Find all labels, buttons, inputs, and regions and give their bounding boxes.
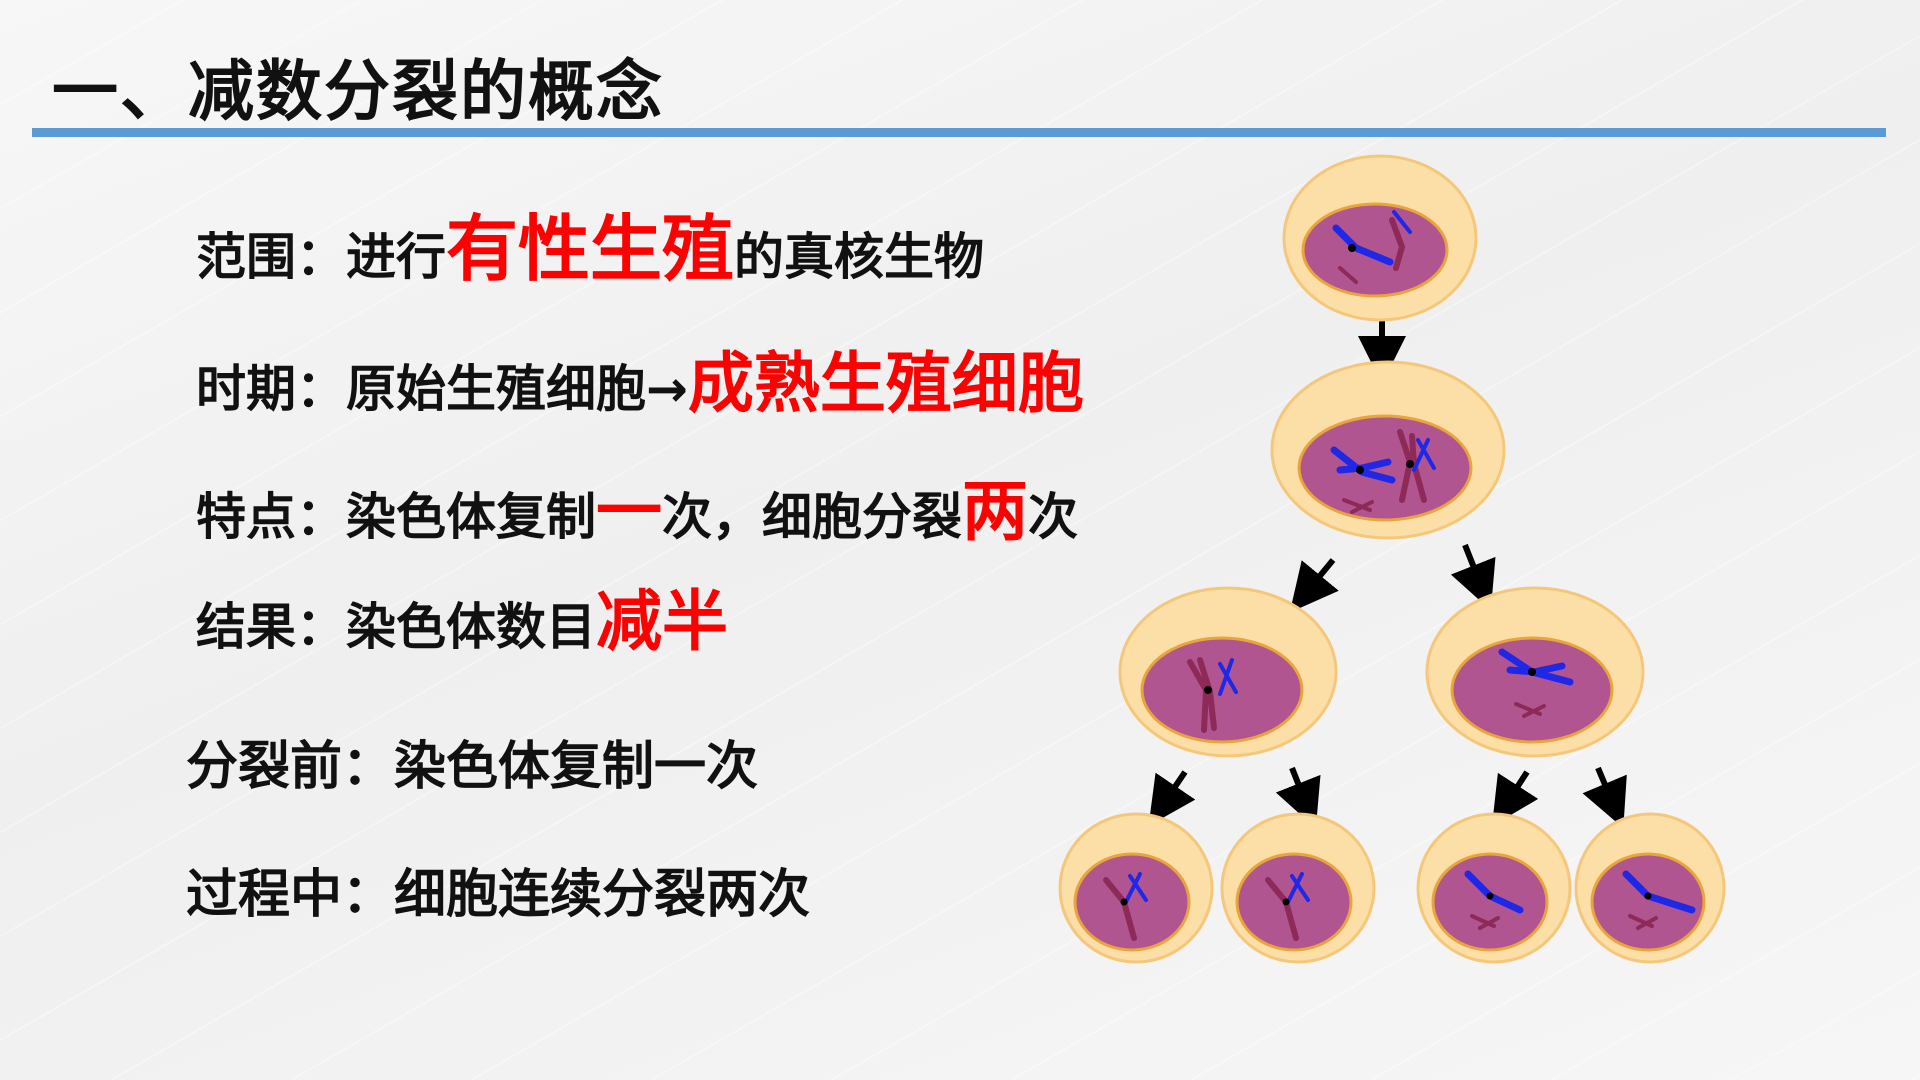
note-before-label: 分裂前： [186, 737, 395, 797]
arrow-icon [1275, 766, 1321, 829]
feature-text-mid: 次，细胞分裂 [662, 488, 962, 546]
result-label: 结果： [196, 598, 346, 656]
cell-gamete-4 [1574, 812, 1726, 964]
note-before-division: 分裂前：染色体复制一次 [186, 724, 758, 799]
scope-label: 范围： [196, 228, 346, 286]
arrow-icon [1450, 543, 1496, 611]
cell-secondary-right [1425, 586, 1645, 758]
slide-title: 一、减数分裂的概念 [52, 53, 664, 130]
title-underline [32, 128, 1886, 137]
arrow-icon [1582, 766, 1627, 829]
period-line: 时期：原始生殖细胞→成熟生殖细胞 [196, 330, 1084, 426]
arrow-icon [1289, 558, 1339, 613]
scope-highlight: 有性生殖 [446, 207, 735, 291]
scope-text-end: 的真核生物 [734, 228, 985, 286]
cell-gamete-1 [1058, 812, 1214, 964]
feature-highlight-once: 一 [596, 473, 662, 550]
meiosis-diagram [1058, 154, 1726, 964]
period-label: 时期： [196, 360, 346, 418]
cell-secondary-left [1118, 586, 1338, 758]
result-line: 结果：染色体数目减半 [196, 568, 728, 664]
note-before-text: 染色体复制一次 [394, 737, 759, 797]
feature-text: 染色体复制 [346, 488, 596, 546]
scope-text: 进行 [346, 228, 446, 286]
cell-primordial [1282, 154, 1478, 322]
cell-gamete-2 [1220, 812, 1376, 964]
feature-highlight-twice: 两 [962, 473, 1028, 550]
cell-replicated [1270, 360, 1506, 540]
feature-line: 特点：染色体复制一次，细胞分裂两次 [196, 458, 1078, 554]
scope-line: 范围：进行有性生殖的真核生物 [196, 190, 984, 295]
note-during-division: 过程中：细胞连续分裂两次 [186, 852, 810, 927]
note-during-label: 过程中： [186, 865, 395, 925]
result-highlight: 减半 [596, 583, 728, 660]
period-highlight: 成熟生殖细胞 [687, 345, 1084, 422]
result-text: 染色体数目 [346, 598, 596, 656]
period-text: 原始生殖细胞→ [346, 360, 688, 418]
cell-gamete-3 [1416, 812, 1572, 964]
arrow-icon [1491, 770, 1539, 827]
feature-text-end: 次 [1028, 488, 1078, 546]
arrow-icon [1148, 770, 1196, 826]
feature-label: 特点： [196, 488, 346, 546]
note-during-text: 细胞连续分裂两次 [394, 865, 811, 925]
